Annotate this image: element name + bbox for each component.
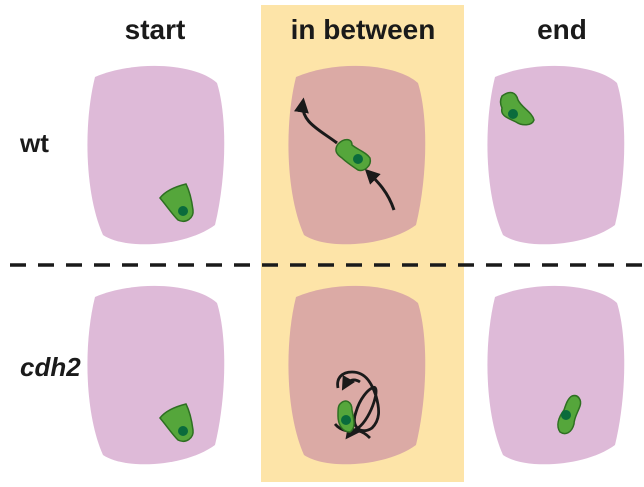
column-title-end: end xyxy=(462,14,644,46)
row-label-wt: wt xyxy=(20,128,49,159)
row-label-cdh2: cdh2 xyxy=(20,352,81,383)
tissue-wt-start xyxy=(87,66,224,244)
column-title-start: start xyxy=(55,14,255,46)
column-title-in-between: in between xyxy=(263,14,463,46)
tissue-cdh2-in-between xyxy=(288,286,425,464)
cell-cdh2-in-between xyxy=(338,401,354,432)
tissue-cdh2-start xyxy=(87,286,224,464)
tissue-cdh2-end xyxy=(487,286,624,464)
